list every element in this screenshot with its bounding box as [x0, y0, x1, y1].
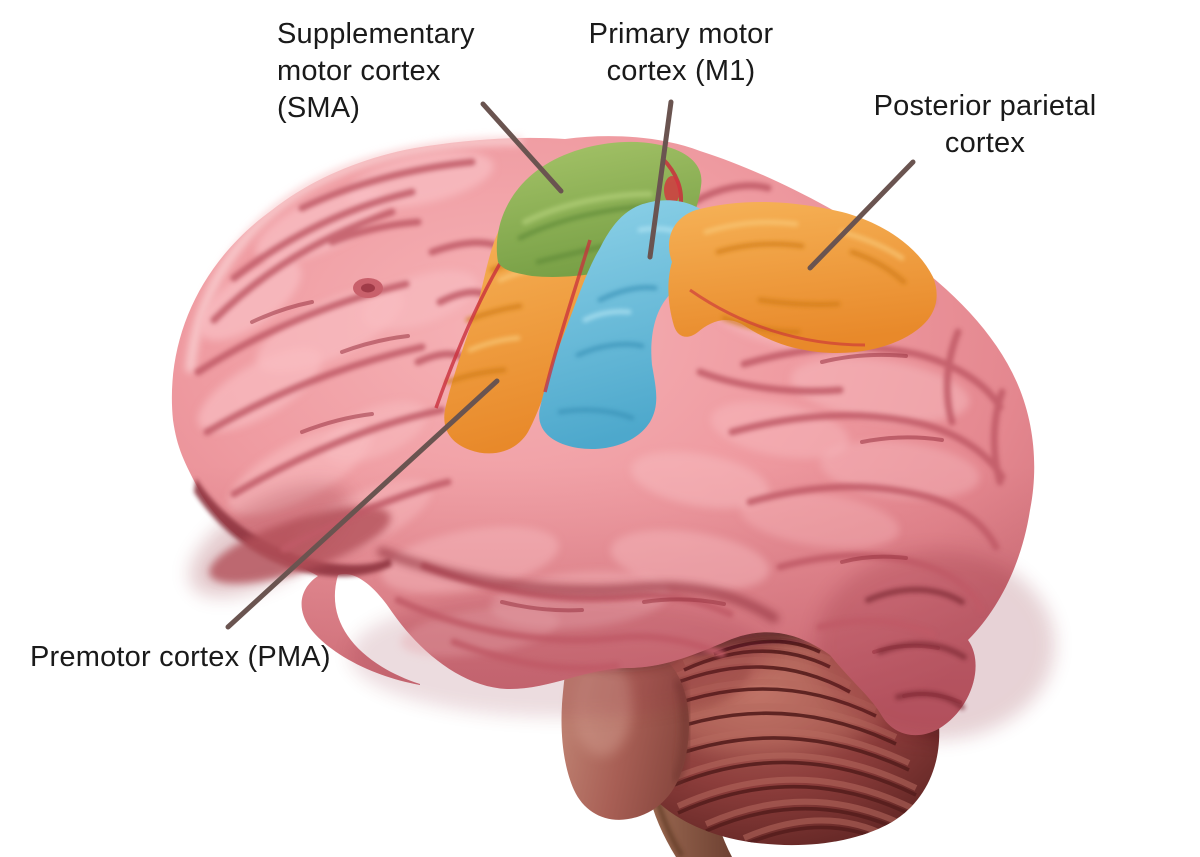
label-line: Supplementary — [277, 18, 475, 50]
sulci — [194, 158, 1006, 672]
label-line: motor cortex — [277, 55, 441, 87]
leader-line-ppc — [807, 159, 916, 271]
label-line: cortex (M1) — [606, 55, 756, 87]
label-line: Premotor cortex (PMA) — [30, 641, 331, 673]
leader-lines — [225, 99, 916, 630]
label-line: Primary motor — [588, 18, 774, 50]
label-supplementary-motor-cortex: Supplementary motor cortex (SMA) — [277, 16, 475, 127]
leader-line-pma — [225, 378, 500, 630]
label-premotor-cortex: Premotor cortex (PMA) — [30, 639, 331, 676]
label-line: cortex — [944, 127, 1026, 159]
leader-line-sma — [480, 101, 564, 194]
label-primary-motor-cortex: Primary motor cortex (M1) — [551, 16, 811, 90]
label-line: Posterior parietal — [873, 90, 1097, 122]
label-posterior-parietal-cortex: Posterior parietal cortex — [845, 88, 1125, 162]
label-line: (SMA) — [277, 92, 361, 124]
region-ppc — [668, 201, 937, 354]
leader-line-m1 — [647, 99, 674, 260]
region-m1 — [539, 200, 717, 449]
